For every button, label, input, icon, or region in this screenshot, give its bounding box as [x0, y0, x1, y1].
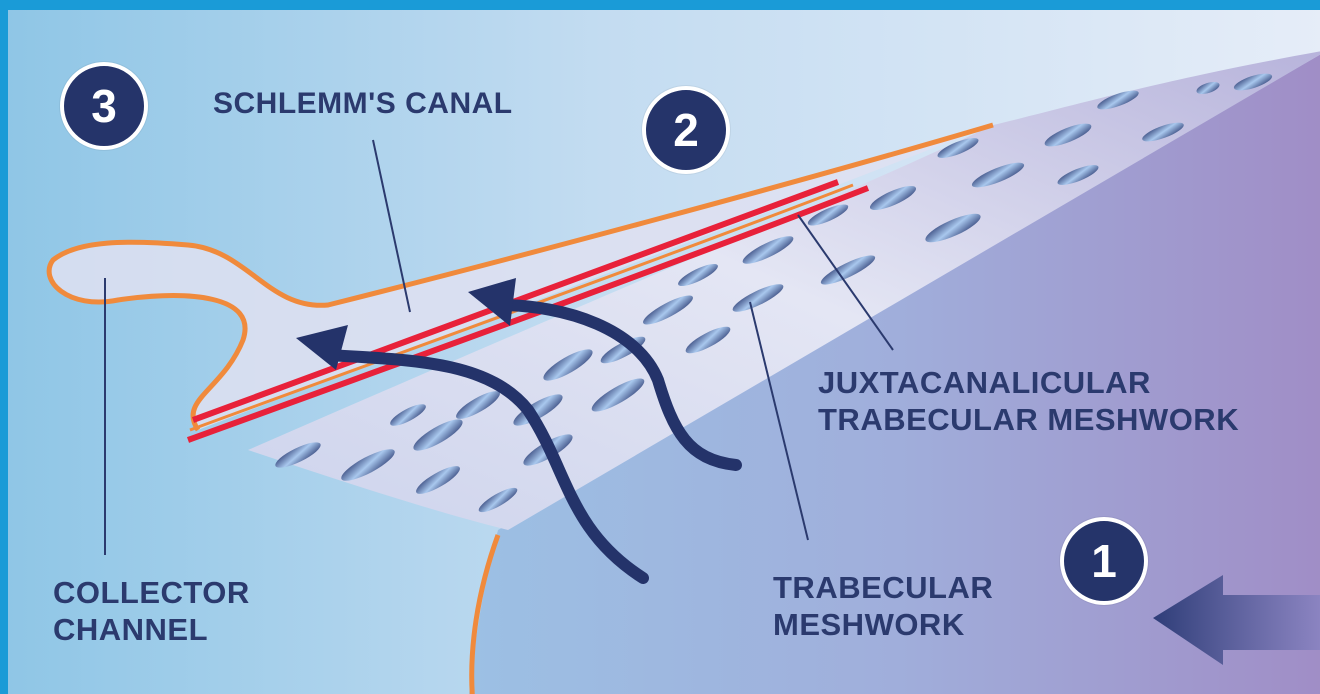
label-juxtacanalicular: JUXTACANALICULAR TRABECULAR MESHWORK — [818, 365, 1239, 438]
label-collector-channel: COLLECTOR CHANNEL — [53, 575, 250, 648]
label-schlemms-canal: SCHLEMM'S CANAL — [213, 86, 513, 121]
label-trab-line1: TRABECULAR — [773, 570, 993, 607]
badge-2: 2 — [642, 86, 730, 174]
label-trabecular-meshwork: TRABECULAR MESHWORK — [773, 570, 993, 643]
badge-1: 1 — [1060, 517, 1148, 605]
label-juxta-line2: TRABECULAR MESHWORK — [818, 402, 1239, 439]
badge-3: 3 — [60, 62, 148, 150]
label-collector-line1: COLLECTOR — [53, 575, 250, 612]
label-trab-line2: MESHWORK — [773, 607, 993, 644]
label-juxta-line1: JUXTACANALICULAR — [818, 365, 1239, 402]
label-collector-line2: CHANNEL — [53, 612, 250, 649]
